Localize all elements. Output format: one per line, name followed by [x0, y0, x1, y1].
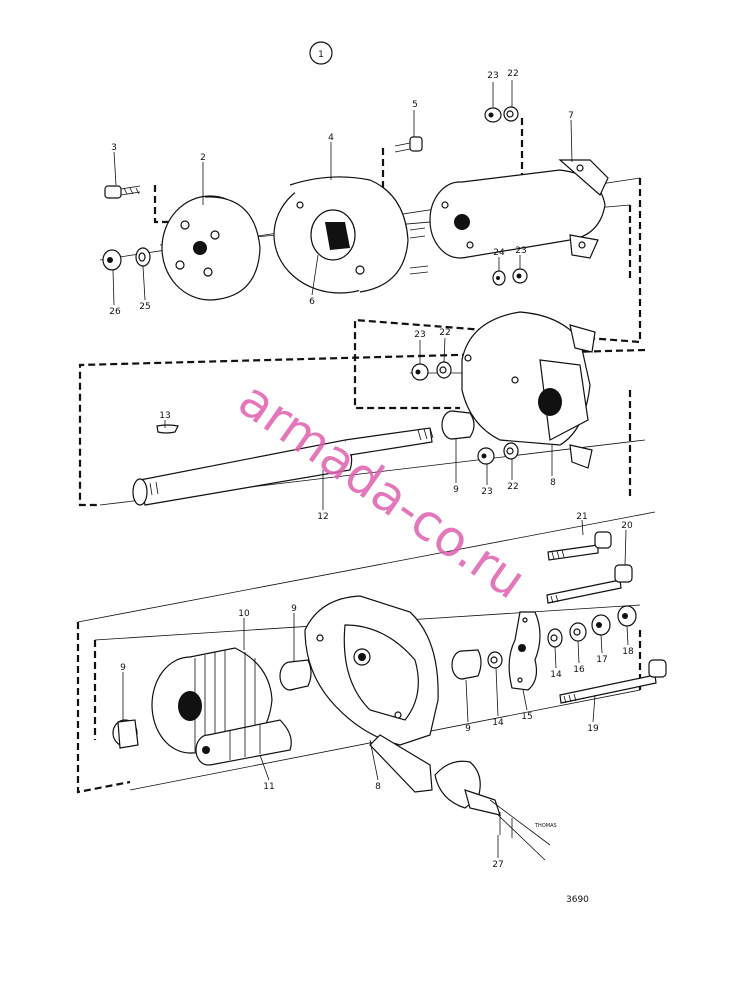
callout-part-22-middle: 22: [439, 328, 450, 338]
shaft-part-12: [132, 427, 434, 506]
washer-part-25: [135, 247, 151, 267]
washer-part-14-right: [547, 628, 563, 648]
hose-fitting-part-27: [434, 760, 551, 861]
callout-labels: 2 3 4 5 6 7 23 22 24 23 26 25 23 22 13 1…: [109, 69, 634, 870]
nut-part-18: [617, 605, 637, 627]
callout-part-23-right: 23: [515, 246, 526, 256]
bolt-part-3: [104, 185, 141, 199]
callout-part-23-middle-bottom: 23: [481, 487, 492, 497]
gear-part-10: [151, 647, 273, 754]
callout-part-11: 11: [263, 782, 274, 792]
figure-number-marker: 1: [309, 41, 333, 65]
callout-part-7: 7: [568, 111, 574, 121]
callout-part-23-middle: 23: [414, 330, 425, 340]
bushing-part-9-center: [279, 659, 312, 691]
dashed-assembly-frame-middle: [78, 348, 646, 507]
nut-part-26: [102, 249, 122, 271]
nut-part-23-top: [484, 107, 502, 123]
washer-part-22-middle-bottom: [503, 442, 519, 460]
callout-part-27: 27: [492, 860, 503, 870]
bracket-part-7: [429, 159, 609, 259]
callout-part-6: 6: [309, 297, 315, 307]
washer-part-16: [569, 622, 587, 642]
callout-part-14-right: 14: [550, 670, 562, 680]
bolt-part-20: [546, 564, 633, 604]
pump-housing-part-8-bottom: [304, 595, 439, 793]
callout-part-12: 12: [317, 512, 328, 522]
housing-plate-part-4: [273, 176, 429, 294]
callout-part-25: 25: [139, 302, 150, 312]
callout-part-8-middle: 8: [550, 478, 556, 488]
bolt-part-21: [547, 531, 612, 561]
callout-part-3: 3: [111, 143, 117, 153]
callout-part-9-right: 9: [465, 724, 471, 734]
dashed-assembly-frame-top: [153, 118, 642, 410]
callout-part-18: 18: [622, 647, 634, 657]
washer-part-24: [492, 270, 506, 286]
callout-part-23-top: 23: [487, 71, 498, 81]
housing-cover-part-8-middle: [461, 311, 596, 469]
washer-part-22-top: [503, 106, 519, 122]
nut-part-23-right: [512, 268, 528, 284]
artist-signature: THOMAS: [534, 823, 557, 829]
callout-part-2: 2: [200, 153, 206, 163]
bushing-part-9-left: [112, 719, 139, 749]
washer-part-14-left: [487, 651, 503, 669]
callout-part-20: 20: [621, 521, 633, 531]
callout-part-16: 16: [573, 665, 585, 675]
drawing-number: 3690: [566, 895, 589, 905]
callout-part-4: 4: [328, 133, 334, 143]
callout-part-15: 15: [521, 712, 532, 722]
callout-part-5: 5: [412, 100, 418, 110]
callout-part-8-bottom: 8: [375, 782, 381, 792]
callout-part-14-left: 14: [492, 718, 504, 728]
nut-part-23-middle-top: [411, 363, 429, 381]
callout-part-9-middle: 9: [453, 485, 459, 495]
leader-lines: [112, 80, 629, 858]
callout-part-22-top: 22: [507, 69, 518, 79]
key-part-13: [156, 424, 179, 434]
callout-part-19: 19: [587, 724, 599, 734]
bushing-part-9-middle: [441, 410, 475, 440]
figure-number: 1: [318, 50, 324, 60]
nut-part-17: [591, 614, 611, 636]
callout-part-22-middle-bottom: 22: [507, 482, 518, 492]
nut-part-23-middle-bottom: [477, 447, 495, 465]
bushing-part-9-right: [451, 649, 482, 680]
bolt-part-19: [559, 659, 667, 704]
gear-part-11: [195, 719, 292, 766]
callout-part-24: 24: [493, 248, 505, 258]
callout-part-21: 21: [576, 512, 587, 522]
screw-part-5: [394, 136, 423, 153]
callout-part-13: 13: [159, 411, 170, 421]
flange-disc-part-2: [161, 195, 261, 301]
callout-part-17: 17: [596, 655, 607, 665]
callout-part-9-left: 9: [120, 663, 126, 673]
callout-part-26: 26: [109, 307, 121, 317]
cover-plate-part-15: [508, 611, 541, 691]
callout-part-10: 10: [238, 609, 250, 619]
callout-part-9-center: 9: [291, 604, 297, 614]
washer-part-22-middle-top: [436, 361, 452, 379]
